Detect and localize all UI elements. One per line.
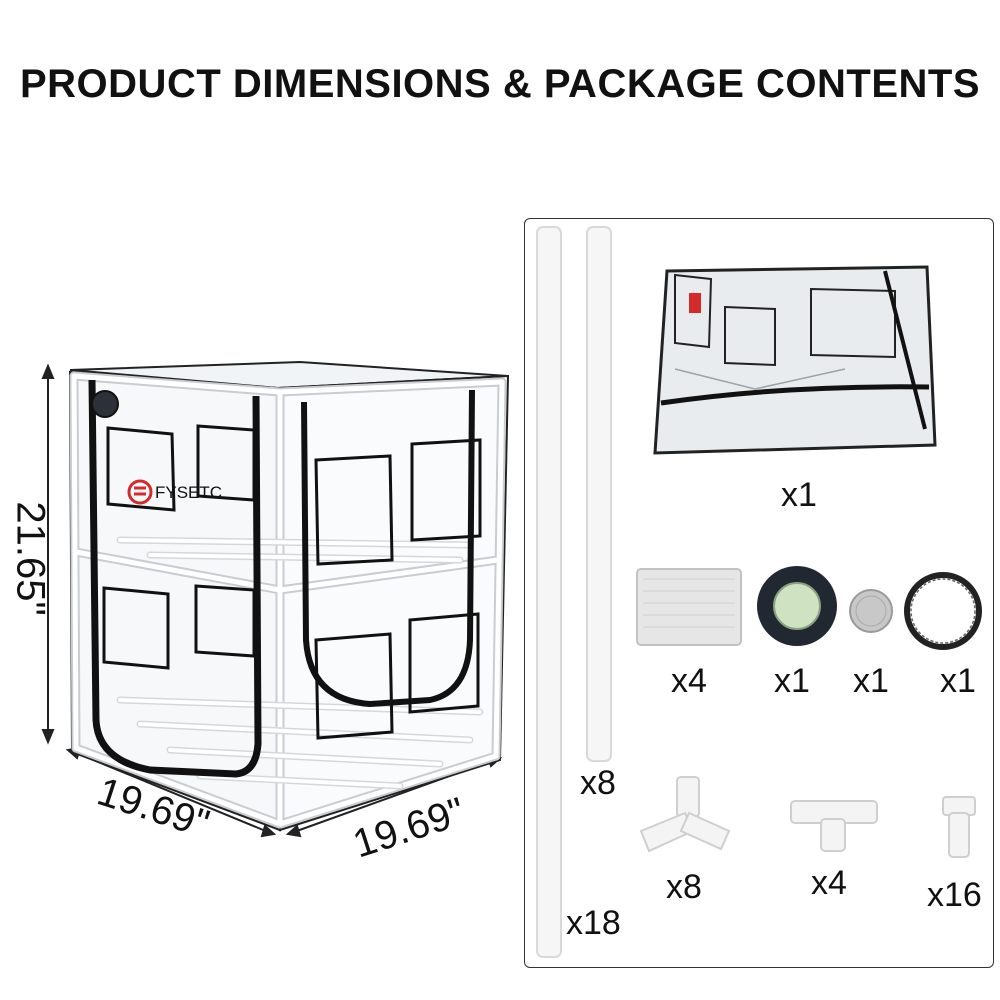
- page-title: PRODUCT DIMENSIONS & PACKAGE CONTENTS: [19, 62, 981, 106]
- long-pipe-image: [536, 226, 562, 958]
- corner-connector-qty: x8: [666, 868, 702, 906]
- straight-connector-image: [942, 796, 976, 858]
- contents-illustrations: [536, 226, 982, 958]
- cover-qty: x1: [781, 476, 817, 514]
- sealing-ring-image: [904, 572, 982, 650]
- hygrometer-port: [91, 390, 119, 418]
- package-contents-panel: [524, 218, 994, 968]
- cover-image: [653, 265, 937, 455]
- long-pipe-qty: x18: [566, 904, 621, 942]
- tee-connector-qty: x4: [811, 864, 847, 902]
- height-arrow: [41, 363, 55, 745]
- hygrometer-qty: x1: [774, 662, 810, 700]
- coin-battery-image: [849, 589, 893, 633]
- battery-qty: x1: [853, 662, 889, 700]
- ring-qty: x1: [940, 662, 976, 700]
- corner-connector-image: [639, 776, 731, 853]
- height-label: 21.65": [8, 501, 53, 616]
- tee-connector-image: [790, 800, 878, 852]
- short-pipe-image: [586, 226, 612, 762]
- brand-logo: [127, 479, 153, 505]
- straight-connector-qty: x16: [927, 876, 982, 914]
- brand-name: FYSETC: [155, 483, 222, 502]
- hygrometer-image: [757, 566, 837, 646]
- short-pipe-qty: x8: [580, 764, 616, 802]
- desiccant-qty: x4: [671, 662, 707, 700]
- desiccant-bag-image: [636, 568, 742, 646]
- enclosure: [68, 360, 510, 832]
